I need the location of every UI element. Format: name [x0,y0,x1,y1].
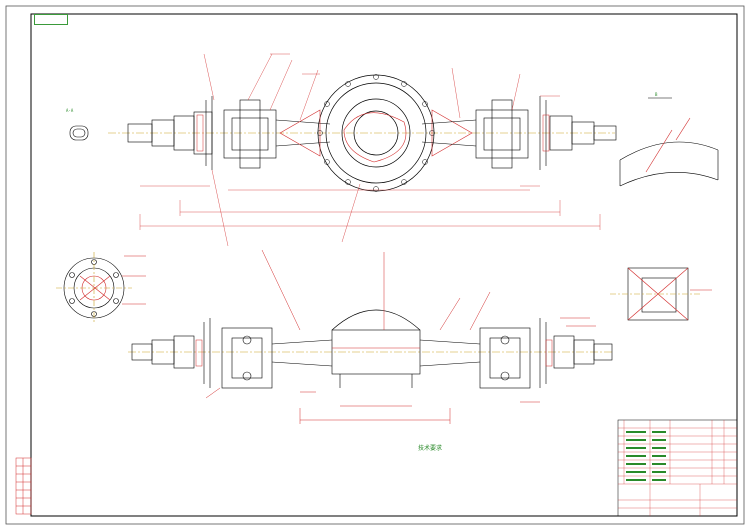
title-block [617,419,738,517]
curved-section [619,97,719,187]
svg-text:B: B [655,92,658,97]
technical-requirements-title: 技术要求 [418,445,443,452]
drawing-stamp [34,14,68,25]
front-view [128,249,613,424]
outer-frame [5,5,745,525]
top-view: A-A [66,53,617,247]
svg-text:A-A: A-A [66,108,74,113]
side-section [610,267,712,321]
flange-view [56,252,146,324]
binding-strip [15,457,32,515]
inner-border [30,13,738,517]
